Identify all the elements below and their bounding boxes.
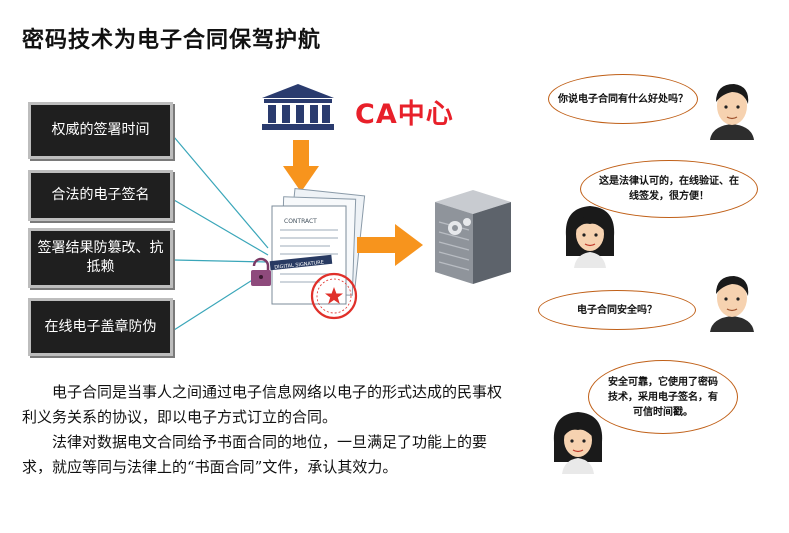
speech-bubble: 这是法律认可的，在线验证、在线签发，很方便！ — [580, 160, 758, 218]
description-text: 电子合同是当事人之间通过电子信息网络以电子的形式达成的民事权利义务关系的协议，即… — [22, 380, 514, 480]
contract-document-icon: CONTRACT DIGITAL SIGNATURE — [251, 188, 366, 320]
connector-line — [173, 199, 269, 256]
speech-bubble: 你说电子合同有什么好处吗？ — [548, 74, 698, 124]
woman-avatar-icon — [553, 412, 603, 474]
gear-icon — [448, 218, 471, 235]
man-avatar-icon — [710, 276, 754, 332]
speech-bubble: 电子合同安全吗？ — [538, 290, 696, 330]
padlock-icon — [251, 257, 271, 286]
bubble-text: 你说电子合同有什么好处吗？ — [558, 93, 688, 105]
feature-box-e-seal: 在线电子盖章防伪 — [28, 298, 173, 356]
feature-label: 在线电子盖章防伪 — [44, 318, 157, 335]
man-avatar-icon — [710, 84, 754, 140]
arrow-down-icon — [283, 140, 319, 192]
woman-avatar-icon — [565, 206, 615, 268]
server-icon — [435, 190, 511, 284]
red-seal-icon — [310, 272, 358, 320]
paragraph: 电子合同是当事人之间通过电子信息网络以电子的形式达成的民事权利义务关系的协议，即… — [22, 383, 503, 426]
contract-heading: CONTRACT — [284, 218, 317, 225]
feature-label: 签署结果防篡改、抗抵赖 — [37, 240, 164, 275]
speech-bubble: 安全可靠，它使用了密码技术，采用电子签名，有可信时间戳。 — [588, 360, 738, 434]
bubble-text: 电子合同安全吗？ — [577, 304, 657, 316]
bubble-text: 安全可靠，它使用了密码技术，采用电子签名，有可信时间戳。 — [608, 376, 718, 418]
signature-banner: DIGITAL SIGNATURE — [274, 260, 324, 271]
bank-icon — [262, 84, 334, 130]
connector-line — [173, 136, 269, 249]
feature-box-timestamp: 权威的签署时间 — [28, 102, 173, 159]
arrow-right-icon — [357, 224, 423, 266]
feature-label: 合法的电子签名 — [51, 187, 150, 203]
paragraph: 法律对数据电文合同给予书面合同的地位，一旦满足了功能上的要求，就应等同与法律上的… — [22, 433, 488, 476]
page-title: 密码技术为电子合同保驾护航 — [22, 28, 322, 53]
bubble-text: 这是法律认可的，在线验证、在线签发，很方便！ — [599, 176, 739, 202]
feature-label: 权威的签署时间 — [51, 122, 150, 138]
ca-center-label: CA中心 — [355, 99, 454, 130]
feature-box-tamper-proof: 签署结果防篡改、抗抵赖 — [28, 228, 173, 288]
connector-line — [173, 259, 269, 263]
feature-box-e-signature: 合法的电子签名 — [28, 170, 173, 221]
